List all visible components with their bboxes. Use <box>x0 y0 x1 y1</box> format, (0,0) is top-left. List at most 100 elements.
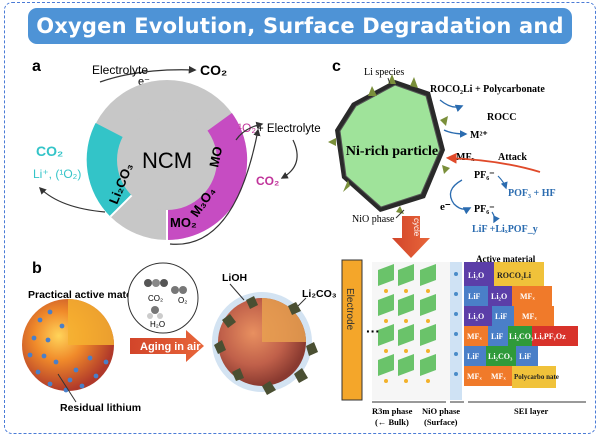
li2co3-pointer <box>297 297 307 307</box>
nio-pointer <box>395 209 405 219</box>
residual-lithium-label: Residual lithium <box>60 402 141 414</box>
sei-label: MFₓ <box>467 372 482 381</box>
panel-b: b Practical active material Residual lit… <box>22 260 337 414</box>
bulk-li-atoms <box>384 289 430 383</box>
cycle-arrow <box>392 216 430 258</box>
sei-label: LiF <box>495 312 508 321</box>
sei-cell <box>514 306 554 326</box>
aging-label: Aging in air <box>140 341 201 353</box>
sei-cell <box>464 346 486 366</box>
lioh-pointer <box>229 283 245 301</box>
o2-release-arrow <box>235 121 264 141</box>
li-species-pointer <box>387 77 391 85</box>
sei-cell <box>464 286 488 306</box>
fresh-particle-cutaway <box>68 299 114 345</box>
gas-molecules <box>144 279 187 319</box>
attack-label: Attack <box>498 152 527 163</box>
sei-layer-label: SEI layer <box>514 406 548 416</box>
active-material-label: Active material <box>476 254 536 264</box>
electrolyte-arrow <box>99 65 197 83</box>
bottom-right-arrow <box>169 128 261 245</box>
attack-arrow <box>445 152 541 173</box>
li2co3-crystals <box>214 296 318 395</box>
gas-co2-label: CO₂ <box>148 294 163 303</box>
pf6-bottom-label: PF₆⁻ <box>474 204 495 215</box>
lif-label: LiF +LiₓPOF_y <box>472 224 538 235</box>
sei-cell <box>494 262 544 286</box>
electrode-bar <box>341 259 363 401</box>
pof3-label: POF₃ + HF <box>508 188 556 199</box>
sei-label: Li₂CO₃ <box>488 352 513 361</box>
lioh-label: LiOH <box>222 272 247 284</box>
mo2-label: MO₂ <box>170 215 197 230</box>
gas-o2-label: O₂ <box>178 296 187 305</box>
reduction-arrow <box>449 179 472 215</box>
panel-a: a Electrolyte e⁻ CO₂ NCM Li₂CO₃ MO₂ M₃O₄… <box>32 58 321 245</box>
r3m-label: R3m phase <box>372 406 413 416</box>
sei-cell <box>488 286 512 306</box>
surface-label: (Surface) <box>424 417 458 427</box>
ellipsis: ··· <box>366 323 380 339</box>
sei-label: ROCO₂Li <box>497 271 532 280</box>
aged-particle-cutaway <box>262 298 306 342</box>
ring-divider <box>109 194 133 218</box>
sei-cell <box>464 262 494 286</box>
sei-label: Li₂O <box>468 271 484 280</box>
rocc-label: ROCC <box>487 112 516 123</box>
co2-top-label: CO₂ <box>200 62 227 78</box>
residual-pointer <box>57 373 77 403</box>
li2co3-b-label: Li₂CO₃ <box>302 288 337 300</box>
sei-label: LiₓPFᵧOz <box>534 332 566 341</box>
sei-label: LiF <box>491 332 504 341</box>
sei-cell <box>508 326 532 346</box>
left-decomposition-arrow <box>38 186 106 213</box>
sei-label: LiF <box>519 352 532 361</box>
li-species-label: Li species <box>364 67 404 78</box>
panel-b-label: b <box>32 260 42 277</box>
panel-c-label: c <box>332 58 341 75</box>
cycle-label: cycle <box>412 218 421 237</box>
sei-layer <box>464 262 578 388</box>
sei-label: Polycarbo nate <box>514 373 559 381</box>
ncm-core <box>117 110 217 210</box>
co2-right-label: CO₂ <box>256 174 279 188</box>
sei-label: Li₂CO₃ <box>509 332 534 341</box>
nio-region <box>450 262 462 400</box>
mfx-label: MFₓ <box>456 152 475 163</box>
sei-label: MFₓ <box>520 292 535 301</box>
panel-a-label: a <box>32 58 41 75</box>
sei-labels: Li₂O ROCO₂Li LiF Li₂O MFₓ Li₂O LiF MFₓ M… <box>467 271 566 381</box>
sei-cell <box>492 306 514 326</box>
pf6-top-label: PF₆⁻ <box>474 170 495 181</box>
sei-cell <box>464 326 488 346</box>
practical-label: Practical active material <box>28 289 148 301</box>
sei-cell <box>532 326 578 346</box>
figure-title: Oxygen Evolution, Surface Degradation an… <box>28 8 572 74</box>
sei-label: MFₓ <box>467 332 482 341</box>
sei-cell <box>464 306 492 326</box>
ncm-label: NCM <box>142 148 192 173</box>
nio-phase-label: NiO phase <box>422 406 460 416</box>
sei-label: MFₓ <box>491 372 506 381</box>
m2-label: M²⁺ <box>470 130 488 141</box>
bulk-label: (← Bulk) <box>375 417 409 427</box>
pof3-arrow <box>497 175 508 190</box>
li-o2-label: Li⁺, (¹O₂) <box>33 167 81 181</box>
co2-formation-arrow <box>280 139 298 179</box>
electrolyte-top-label: Electrolyte <box>92 63 148 77</box>
sei-label: LiF <box>468 292 481 301</box>
gas-h2o-label: H₂O <box>150 320 165 329</box>
residual-lithium-dots <box>27 309 109 393</box>
sei-cell <box>488 326 508 346</box>
ni-rich-particle <box>339 84 441 208</box>
roco2li-poly-label: ROCO₂Li + Polycarbonate <box>430 84 545 95</box>
particle-label: Ni-rich particle <box>346 144 438 159</box>
mo-label: MO <box>206 145 225 169</box>
panel-c: c Ni-rich particle Li species ROCO₂Li + … <box>328 58 590 427</box>
sei-label: Li₂O <box>491 292 507 301</box>
m2-dissolution-arrow <box>443 129 468 138</box>
sei-cell <box>512 366 556 388</box>
roco-arrow <box>439 99 464 112</box>
sei-cell <box>488 366 512 386</box>
